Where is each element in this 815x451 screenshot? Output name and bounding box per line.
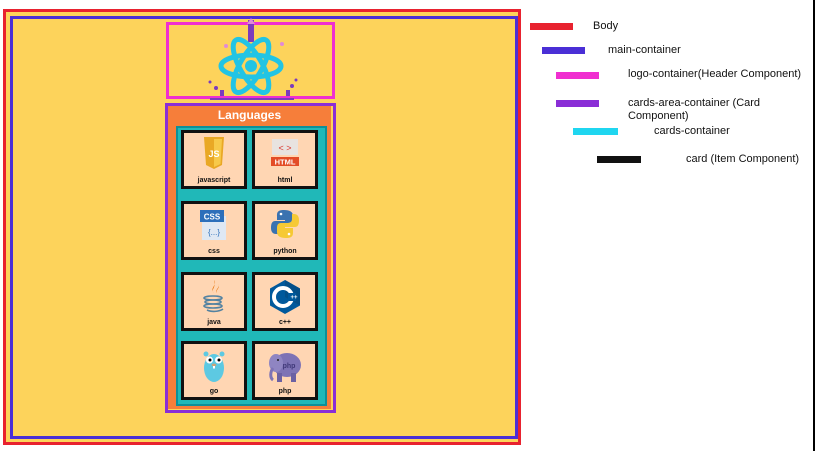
card-label: php: [278, 388, 292, 395]
legend-label-logo-container: logo-container(Header Component): [628, 68, 802, 80]
card-java[interactable]: java: [181, 272, 247, 331]
html-icon: < > HTML: [271, 139, 299, 167]
css-icon: CSS {...}: [200, 210, 226, 240]
php-elephant-icon: php: [269, 353, 301, 382]
card-label: python: [273, 248, 297, 255]
legend-swatch-logo-container: [556, 72, 599, 79]
legend-label-body: Body: [593, 20, 619, 32]
card-label: c++: [278, 319, 292, 326]
main-container-outline: [10, 16, 518, 439]
svg-text:< >: < >: [278, 143, 291, 153]
javascript-icon: JS: [204, 137, 224, 169]
react-logo-icon: [208, 18, 298, 100]
card-label: go: [209, 388, 219, 395]
legend-swatch-body: [530, 23, 573, 30]
legend-swatch-cards-area-container: [556, 100, 599, 107]
svg-text:++: ++: [290, 295, 298, 301]
card-go[interactable]: go: [181, 341, 247, 400]
card-label: css: [208, 248, 220, 255]
card-label: java: [207, 319, 221, 326]
svg-text:CSS: CSS: [204, 213, 221, 222]
card-css[interactable]: CSS {...} css: [181, 201, 247, 260]
panel-title: Languages: [217, 108, 282, 122]
card-cpp[interactable]: ++ c++: [252, 272, 318, 331]
java-icon: [203, 280, 224, 313]
legend-label-card: card (Item Component): [686, 153, 800, 165]
cards-area-container-outline: [165, 103, 336, 413]
python-icon: [271, 210, 299, 238]
legend-swatch-card: [597, 156, 641, 163]
card-javascript[interactable]: JS javascript: [181, 130, 247, 189]
legend-label-cards-container: cards-container: [654, 125, 730, 137]
svg-text:HTML: HTML: [275, 158, 296, 167]
card-label: javascript: [197, 177, 231, 184]
cpp-icon: ++: [270, 280, 300, 314]
svg-text:php: php: [283, 363, 296, 370]
legend-label-main-container: main-container: [608, 44, 681, 56]
card-html[interactable]: < > HTML html: [252, 130, 318, 189]
go-gopher-icon: [203, 351, 225, 382]
legend-swatch-main-container: [542, 47, 585, 54]
card-python[interactable]: python: [252, 201, 318, 260]
svg-text:JS: JS: [208, 149, 219, 159]
svg-text:{...}: {...}: [208, 228, 220, 237]
legend-label-cards-area-container: cards-area-container (Card Component): [628, 97, 761, 122]
card-php[interactable]: php php: [252, 341, 318, 400]
card-label: html: [277, 177, 293, 184]
legend-swatch-cards-container: [573, 128, 618, 135]
